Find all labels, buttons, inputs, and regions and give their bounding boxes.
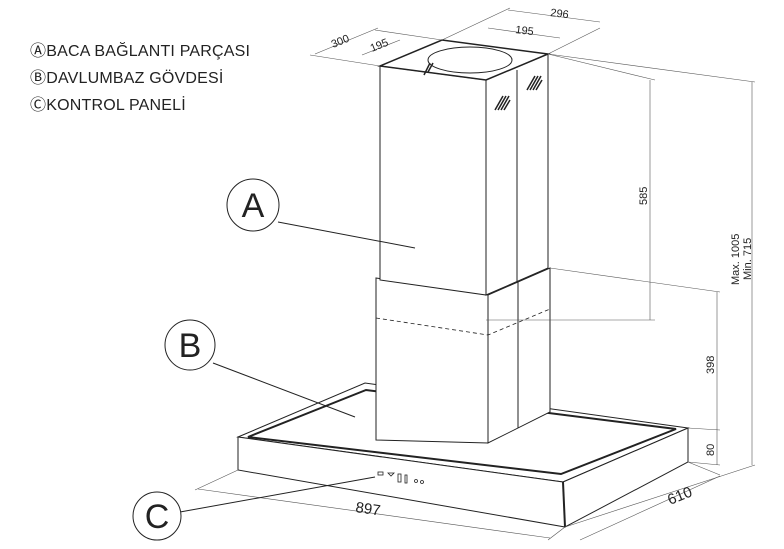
dim-total-max: Max. 1005 — [730, 234, 742, 285]
leader-a — [277, 221, 416, 249]
dim-upper-chimney: 585 — [638, 187, 650, 205]
lower-chimney — [375, 267, 551, 444]
dim-top-depth: 300 — [330, 33, 352, 51]
upper-chimney — [377, 39, 551, 296]
leader-c — [179, 476, 376, 513]
dim-depth: 610 — [665, 484, 695, 509]
callout-a: A — [242, 187, 265, 225]
legend-item-b: ⒷDAVLUMBAZ GÖVDESİ — [30, 64, 224, 88]
callout-b-circle — [164, 319, 216, 371]
legend-label: BACA BAĞLANTI PARÇASI — [46, 43, 251, 60]
dim-top-inner-width: 195 — [515, 24, 535, 38]
leader-b — [212, 362, 356, 418]
dim-top-inner-depth: 195 — [369, 37, 391, 55]
dim-top-width: 296 — [550, 7, 570, 21]
dim-total-min: Min. 715 — [742, 238, 754, 280]
dim-canopy-height: 80 — [705, 444, 717, 456]
legend-label: DAVLUMBAZ GÖVDESİ — [46, 70, 224, 87]
dim-lower-chimney: 398 — [705, 356, 717, 374]
vent-slots — [423, 62, 543, 111]
callout-b: B — [179, 327, 202, 365]
dimension-lines — [194, 7, 756, 541]
legend-marker: Ⓑ — [30, 70, 47, 87]
control-panel — [377, 471, 424, 484]
legend-marker: Ⓒ — [30, 97, 47, 114]
dim-width: 897 — [354, 499, 381, 519]
callout-c-circle — [132, 491, 182, 541]
legend-marker: Ⓐ — [30, 43, 47, 60]
callout-c: C — [145, 498, 170, 536]
legend-item-c: ⒸKONTROL PANELİ — [30, 91, 186, 115]
legend-label: KONTROL PANELİ — [46, 97, 186, 114]
legend-item-a: ⒶBACA BAĞLANTI PARÇASI — [30, 37, 250, 61]
callout-a-circle — [226, 178, 280, 232]
